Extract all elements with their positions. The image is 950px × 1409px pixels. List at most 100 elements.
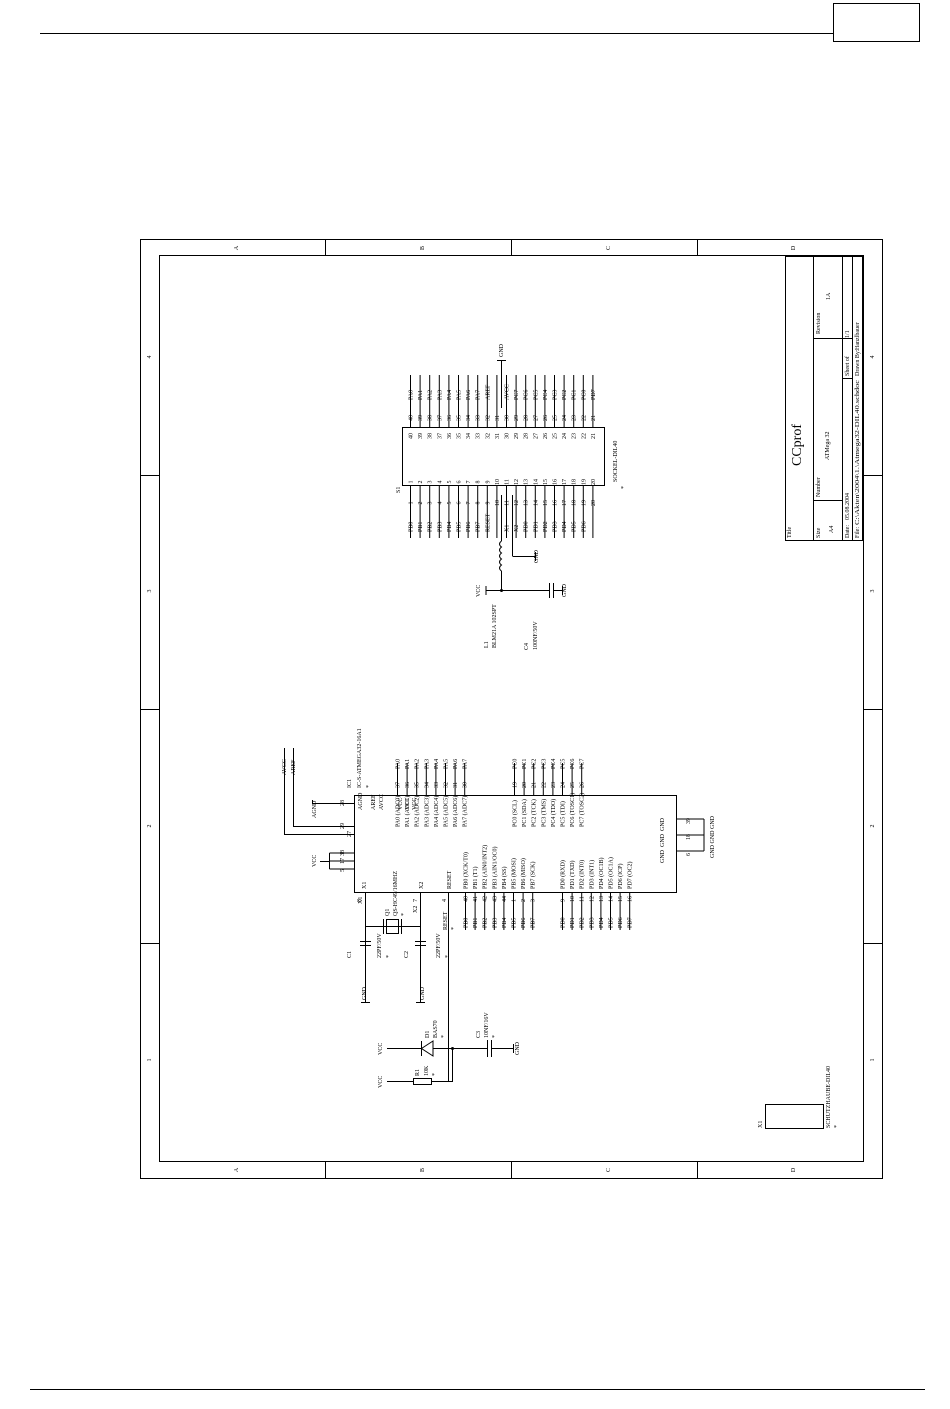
- mcu-portc-net: PC3: [541, 759, 547, 769]
- mcu-portb-pin: 44: [502, 896, 508, 902]
- mcu-gnd-pin: 39: [686, 818, 692, 824]
- cr-gnd-c2: GND: [420, 986, 426, 1000]
- mcu-portb-label: PB5 (MOSI): [511, 858, 518, 889]
- socket-left-inner-number: 17: [562, 479, 568, 485]
- mcu-gnd-label: GND: [660, 833, 666, 847]
- socket-left-pin-number: 20: [591, 500, 597, 506]
- mcu-porta-pin: 37: [396, 782, 402, 788]
- rs-d1-star: *: [441, 1035, 447, 1038]
- socket-right-inner-number: 34: [466, 433, 472, 439]
- tb-date-label: Date:: [845, 525, 851, 538]
- mcu-portd-pin: 12: [589, 896, 595, 902]
- mcu-portb-pin: 42: [483, 896, 489, 902]
- tb-title-label: Title: [787, 527, 793, 538]
- socket-right-net: PA2: [428, 390, 434, 400]
- mcu-portb-label: PB4 (SS): [501, 866, 508, 889]
- socket-gnd: GND: [497, 343, 506, 408]
- mcu-analog-wires: [284, 748, 354, 870]
- socket-left-net: PB1: [418, 522, 424, 532]
- mcu-portd-pin: 9: [561, 899, 567, 902]
- socket-left-inner-number: 11: [505, 479, 511, 485]
- mcu-portc-net: PC7: [580, 759, 586, 769]
- socket-left-net: PB5: [457, 522, 463, 532]
- socket-right-pin-number: 31: [495, 415, 501, 421]
- socket-right-inner-number: 23: [572, 433, 578, 439]
- mcu-porta-pin: 35: [415, 782, 421, 788]
- mcu-pin-5: 5: [340, 869, 346, 872]
- power-filter: [485, 495, 563, 598]
- socket-right-net: PC6: [524, 390, 530, 400]
- mcu-pin-38: 38: [340, 850, 346, 856]
- mcu-gnd-net: GND GND GND: [710, 815, 716, 858]
- socket-right-pin-number: 33: [476, 415, 482, 421]
- socket-body: [402, 427, 605, 486]
- mcu-portd-net: PD1: [570, 917, 576, 928]
- mcu-portd-label: PD4 (OC1B): [598, 857, 605, 889]
- socket-right-pin-number: 24: [562, 415, 568, 421]
- sheet-frame: [140, 239, 883, 1179]
- col-label-top-d: D: [791, 245, 797, 250]
- mcu-portc-pin: 22: [541, 782, 547, 788]
- socket-left-pin-number: 2: [418, 502, 424, 505]
- socket-left-inner-number: 20: [591, 479, 597, 485]
- mcu-portd-net: PD0: [561, 917, 567, 928]
- socket-right-inner-number: 33: [476, 433, 482, 439]
- socket-left-net: PB4: [447, 522, 453, 532]
- mcu-porta-label: PA0 (ADC0): [395, 796, 402, 827]
- mcu-portc-pin: 21: [532, 782, 538, 788]
- socket-left-net: PB7: [476, 522, 482, 532]
- tb-size-label: Size: [816, 527, 822, 538]
- socket-right-inner-number: 30: [505, 433, 511, 439]
- socket-left-inner-number: 8: [476, 481, 482, 484]
- mcu-power-label: AREF: [371, 794, 377, 810]
- mcu-star: *: [366, 785, 372, 788]
- mcu-portc-label: PC5 (TDI): [560, 801, 567, 827]
- socket-right-pin-number: 38: [428, 415, 434, 421]
- socket-left-pin-number: 6: [457, 502, 463, 505]
- socket-right-pin-number: 26: [543, 415, 549, 421]
- col-label-bottom-c: C: [606, 1168, 612, 1172]
- mcu-portb-net: PB0: [464, 918, 470, 928]
- rs-r1-star: *: [432, 1073, 438, 1076]
- socket-right-net: PA1: [418, 390, 424, 400]
- socket-gnd-label: GND: [499, 343, 505, 357]
- rs-vcc-r1: VCC: [378, 1076, 384, 1088]
- footer-rule: [30, 1389, 925, 1390]
- socket-left-pin-number: 7: [466, 502, 472, 505]
- mcu-portd-pin: 15: [618, 896, 624, 902]
- socket-right-inner-number: 29: [514, 433, 520, 439]
- cr-c2-star: *: [445, 955, 451, 958]
- cr-c2-ref: C2: [404, 951, 410, 958]
- socket-left-inner-number: 18: [572, 479, 578, 485]
- tb-revision-value: 1A: [826, 292, 832, 300]
- socket-right-net: PC4: [543, 390, 549, 400]
- socket-left-net: PB6: [466, 522, 472, 532]
- socket-left-pin-number: 3: [428, 502, 434, 505]
- socket-right-pin-number: 37: [437, 415, 443, 421]
- mcu-portc-net: PC1: [522, 759, 528, 769]
- socket-left-inner-number: 3: [428, 481, 434, 484]
- socket-right-inner-number: 32: [485, 433, 491, 439]
- socket-right-inner-number: 21: [591, 433, 597, 439]
- socket-right-pin-number: 22: [581, 415, 587, 421]
- mcu-portc-pin: 20: [522, 782, 528, 788]
- cr-gnd-c1: GND: [362, 986, 368, 1000]
- socket-right-net: PC3: [553, 390, 559, 400]
- mcu-aref-net: AREF: [291, 759, 297, 775]
- mcu-porta-label: PA4 (ADC4): [433, 796, 440, 827]
- frame-labels: A B C D A B C D 4 3 2 1 4 3 2 1: [147, 245, 876, 1172]
- socket-left-inner-number: 10: [495, 479, 501, 485]
- socket-left-net: PD2: [543, 521, 549, 532]
- mcu-portd-label: PD1 (TXD): [569, 861, 576, 890]
- socket-left-net: PB2: [428, 522, 434, 532]
- mcu-porta-net: PA5: [444, 759, 450, 769]
- row-label-left-3: 3: [147, 590, 153, 593]
- title-block: Title CCprof Size A4 Number ATMega 32 Re…: [785, 256, 863, 541]
- socket-left-pin-number: 1: [409, 502, 415, 505]
- cr-reset-star: *: [451, 927, 457, 930]
- mcu-portb-net: PB3: [492, 918, 498, 928]
- mcu-reset-label: RESET: [447, 870, 453, 889]
- resistor-r1: [413, 1078, 432, 1085]
- crystal-section: [360, 893, 449, 1081]
- socket-left-inner-number: 19: [581, 479, 587, 485]
